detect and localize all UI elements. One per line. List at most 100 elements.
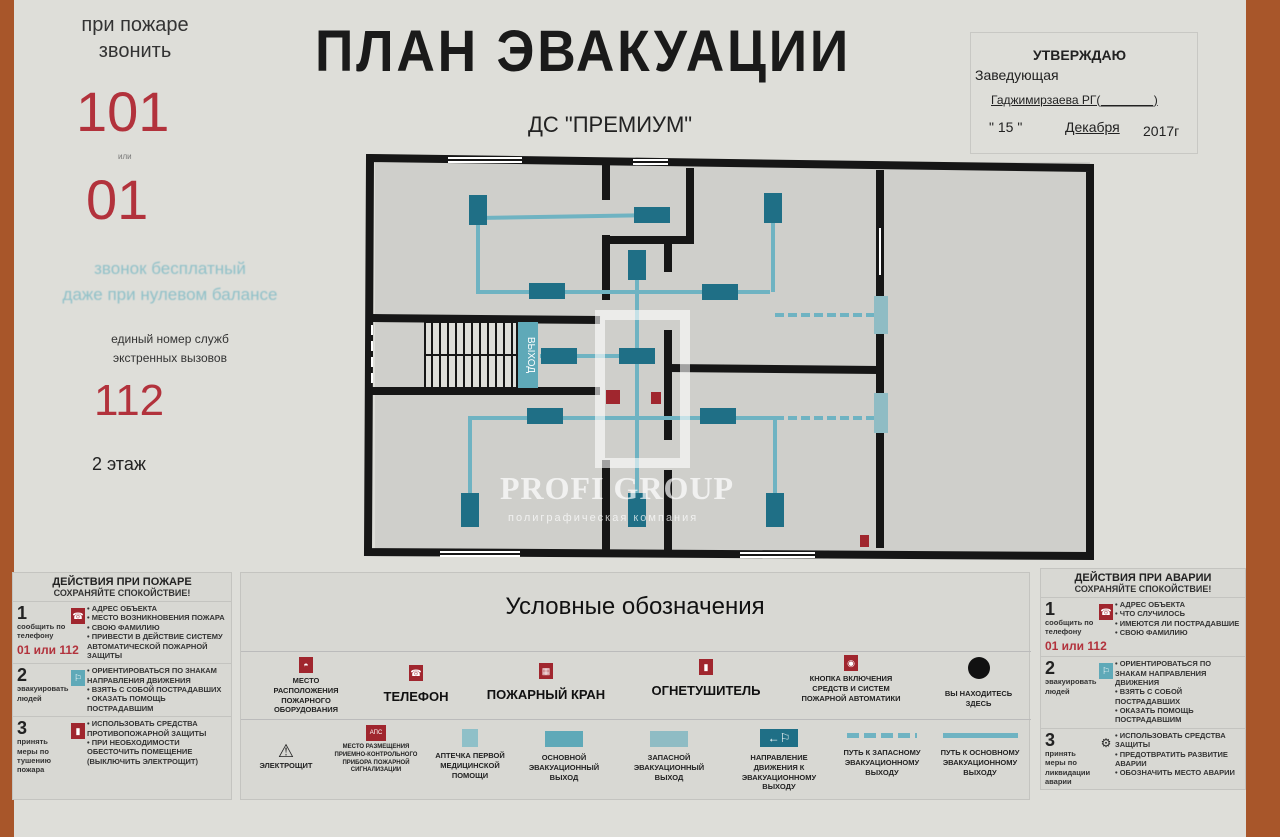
step-items: • ИСПОЛЬЗОВАТЬ СРЕДСТВА ПРОТИВОПОЖАРНОЙ …: [87, 719, 228, 766]
step-number: 3: [17, 718, 28, 739]
approval-day: " 15 ": [989, 119, 1023, 135]
reserve-exits: [874, 296, 888, 433]
legend-item-alarm-panel: АПС МЕСТО РАЗМЕЩЕНИЯ ПРИЕМНО-КОНТРОЛЬНОГ…: [329, 725, 423, 775]
step-item: • ПРИ НЕОБХОДИМОСТИ ОБЕСТОЧИТЬ ПОМЕЩЕНИЕ…: [87, 737, 198, 766]
legend-item-switchboard: ⚠ ЭЛЕКТРОЩИТ: [246, 741, 326, 771]
watermark-tagline: полиграфическая компания: [508, 512, 699, 524]
alarm-panel-icon: АПС: [366, 725, 386, 741]
step-item: • АДРЕС ОБЪЕКТА: [87, 604, 158, 613]
fire-step-3: 3 принять меры по тушению пожара ▮ • ИСП…: [13, 716, 231, 778]
step-item: • ВЗЯТЬ С СОБОЙ ПОСТРАДАВШИХ: [1115, 687, 1183, 706]
step-header: 2 эвакуировать людей ⚐: [17, 666, 87, 703]
step-item: • ИСПОЛЬЗОВАТЬ СРЕДСТВА ПРОТИВОПОЖАРНОЙ …: [87, 719, 207, 738]
reserve-evacuation-routes: [775, 313, 875, 420]
fire-step-2: 2 эвакуировать людей ⚐ • ОРИЕНТИРОВАТЬСЯ…: [13, 663, 231, 716]
step-phone: 01 или 112: [1045, 638, 1107, 653]
legend-label: КНОПКА ВКЛЮЧЕНИЯ СРЕДСТВ И СИСТЕМ ПОЖАРН…: [801, 674, 901, 703]
legend-label: ПОЖАРНЫЙ КРАН: [486, 687, 606, 702]
step-item: • СВОЮ ФАМИЛИЮ: [87, 622, 160, 632]
step-item: • ПРЕДОТВРАТИТЬ РАЗВИТИЕ АВАРИИ: [1115, 749, 1228, 768]
reserve-exit-icon: [874, 296, 888, 334]
step-label: эвакуировать людей: [1045, 677, 1097, 696]
protection-icon: ⚙: [1100, 735, 1112, 750]
step-item: • ИСПОЛЬЗОВАТЬ СРЕДСТВА ЗАЩИТЫ: [1115, 730, 1226, 750]
step-item: • ИМЕЮТСЯ ЛИ ПОСТРАДАВШИЕ: [1115, 618, 1240, 628]
main-exit-icon: [545, 731, 583, 747]
phone-icon: ☎: [409, 665, 423, 681]
call-label-line2: звонить: [98, 40, 172, 62]
page-title: ПЛАН ЭВАКУАЦИИ: [315, 19, 852, 84]
legend-item-first-aid: АПТЕЧКА ПЕРВОЙ МЕДИЦИНСКОЙ ПОМОЩИ: [429, 729, 511, 780]
fire-equipment-icon: ◓: [299, 657, 313, 673]
step-items: • ОРИЕНТИРОВАТЬСЯ ПО ЗНАКАМ НАПРАВЛЕНИЯ …: [1115, 659, 1242, 725]
watermark-logo: [595, 310, 690, 468]
legend-label: ЭЛЕКТРОЩИТ: [259, 761, 313, 770]
step-item: • ОРИЕНТИРОВАТЬСЯ ПО ЗНАКАМ НАПРАВЛЕНИЯ …: [87, 666, 217, 685]
exit-direction-sign: [619, 348, 655, 364]
legend-item-you-are-here: ВЫ НАХОДИТЕСЬ ЗДЕСЬ: [931, 657, 1026, 709]
step-header: 1 сообщить по телефону 01 или 112 ☎: [17, 604, 87, 657]
exit-direction-sign: [628, 250, 646, 280]
step-item: • ВЗЯТЬ С СОБОЙ ПОСТРАДАВШИХ: [87, 685, 222, 694]
approval-month: Декабря: [1065, 119, 1120, 135]
exit-direction-sign: [527, 408, 563, 424]
floor-label: 2 этаж: [92, 454, 146, 474]
accident-step-2: 2 эвакуировать людей ⚐ • ОРИЕНТИРОВАТЬСЯ…: [1041, 656, 1245, 728]
legend-label: МЕСТО РАСПОЛОЖЕНИЯ ПОЖАРНОГО ОБОРУДОВАНИ…: [273, 676, 339, 715]
legend-label: ОГНЕТУШИТЕЛЬ: [651, 683, 761, 698]
exit-direction-sign: [702, 284, 738, 300]
legend-label: ЗАПАСНОЙ ЭВАКУАЦИОННЫЙ ВЫХОД: [633, 753, 705, 782]
legend-label: ОСНОВНОЙ ЭВАКУАЦИОННЫЙ ВЫХОД: [528, 753, 600, 782]
fire-actions-subtitle: СОХРАНЯЙТЕ СПОКОЙСТВИЕ!: [53, 588, 191, 598]
reserve-exit-icon: [650, 731, 688, 747]
alarm-button-icon: ◉: [844, 655, 858, 671]
accident-step-3: 3 принять меры по ликвидации аварии ⚙ • …: [1041, 727, 1245, 790]
step-header: 3 принять меры по ликвидации аварии ⚙: [1045, 731, 1115, 787]
exit-direction-icon: ←⚐: [760, 729, 798, 747]
approval-heading: УТВЕРЖДАЮ: [1033, 47, 1127, 63]
fire-number: 101: [76, 80, 170, 143]
page-subtitle: ДС "ПРЕМИУМ": [528, 112, 693, 137]
step-item: • СВОЮ ФАМИЛИЮ: [1115, 628, 1188, 638]
exit-direction-sign: [628, 493, 646, 527]
step-item: • ЧТО СЛУЧИЛОСЬ: [1115, 609, 1186, 619]
approval-role: Заведующая: [975, 67, 1059, 83]
free-call-note: звонок бесплатный даже при нулевом балан…: [60, 256, 280, 307]
step-number: 1: [17, 603, 28, 623]
legend-title: Условные обозначения: [505, 593, 765, 620]
legend-label: МЕСТО РАЗМЕЩЕНИЯ ПРИЕМНО-КОНТРОЛЬНОГО ПР…: [334, 744, 418, 774]
step-item: • ОКАЗАТЬ ПОМОЩЬ ПОСТРАДАВШИМ: [87, 694, 166, 713]
accident-actions-subtitle: СОХРАНЯЙТЕ СПОКОЙСТВИЕ!: [1074, 584, 1212, 594]
step-header: 1 сообщить по телефону 01 или 112 ☎: [1045, 600, 1115, 653]
unified-number-note: единый номер служб экстренных вызовов: [70, 330, 270, 368]
legend-label: ТЕЛЕФОН: [383, 689, 449, 704]
fire-call-label: при пожаре звонить: [60, 12, 210, 64]
step-label: сообщить по телефону: [1045, 618, 1094, 637]
legend-item-reserve-route: ПУТЬ К ЗАПАСНОМУ ЭВАКУАЦИОННОМУ ВЫХОДУ: [837, 733, 927, 777]
legend-label: НАПРАВЛЕНИЕ ДВИЖЕНИЯ К ЭВАКУАЦИОННОМУ ВЫ…: [741, 753, 817, 792]
legend-panel: Условные обозначения ◓ МЕСТО РАСПОЛОЖЕНИ…: [240, 572, 1031, 800]
emergency-number: 112: [94, 376, 165, 425]
legend-divider: [241, 719, 1031, 720]
approval-name: Гаджимирзаева РГ(________): [991, 93, 1158, 107]
direction-signs: [461, 193, 784, 527]
exit-direction-sign: [700, 408, 736, 424]
legend-item-fire-hydrant: ▦ ПОЖАРНЫЙ КРАН: [471, 663, 621, 702]
exit-direction-sign: [529, 283, 565, 299]
legend-item-direction: ←⚐ НАПРАВЛЕНИЕ ДВИЖЕНИЯ К ЭВАКУАЦИОННОМУ…: [731, 729, 827, 792]
or-label: или: [118, 152, 132, 161]
extinguisher-icon: [651, 392, 661, 404]
unified-line2: экстренных вызовов: [113, 351, 227, 366]
legend-item-alarm-button: ◉ КНОПКА ВКЛЮЧЕНИЯ СРЕДСТВ И СИСТЕМ ПОЖА…: [796, 655, 906, 703]
exit-direction-sign: [634, 207, 670, 223]
step-header: 2 эвакуировать людей ⚐: [1045, 659, 1115, 696]
staircase: [424, 321, 518, 389]
step-items: • АДРЕС ОБЪЕКТА • МЕСТО ВОЗНИКНОВЕНИЯ ПО…: [87, 604, 228, 660]
phone-icon: ☎: [71, 608, 85, 624]
evacuation-sign-icon: ⚐: [1099, 663, 1113, 680]
exit-direction-sign: [461, 493, 479, 527]
unified-line1: единый номер служб: [111, 332, 229, 346]
evacuation-sign-icon: ⚐: [71, 670, 85, 687]
step-number: 2: [1045, 658, 1056, 679]
